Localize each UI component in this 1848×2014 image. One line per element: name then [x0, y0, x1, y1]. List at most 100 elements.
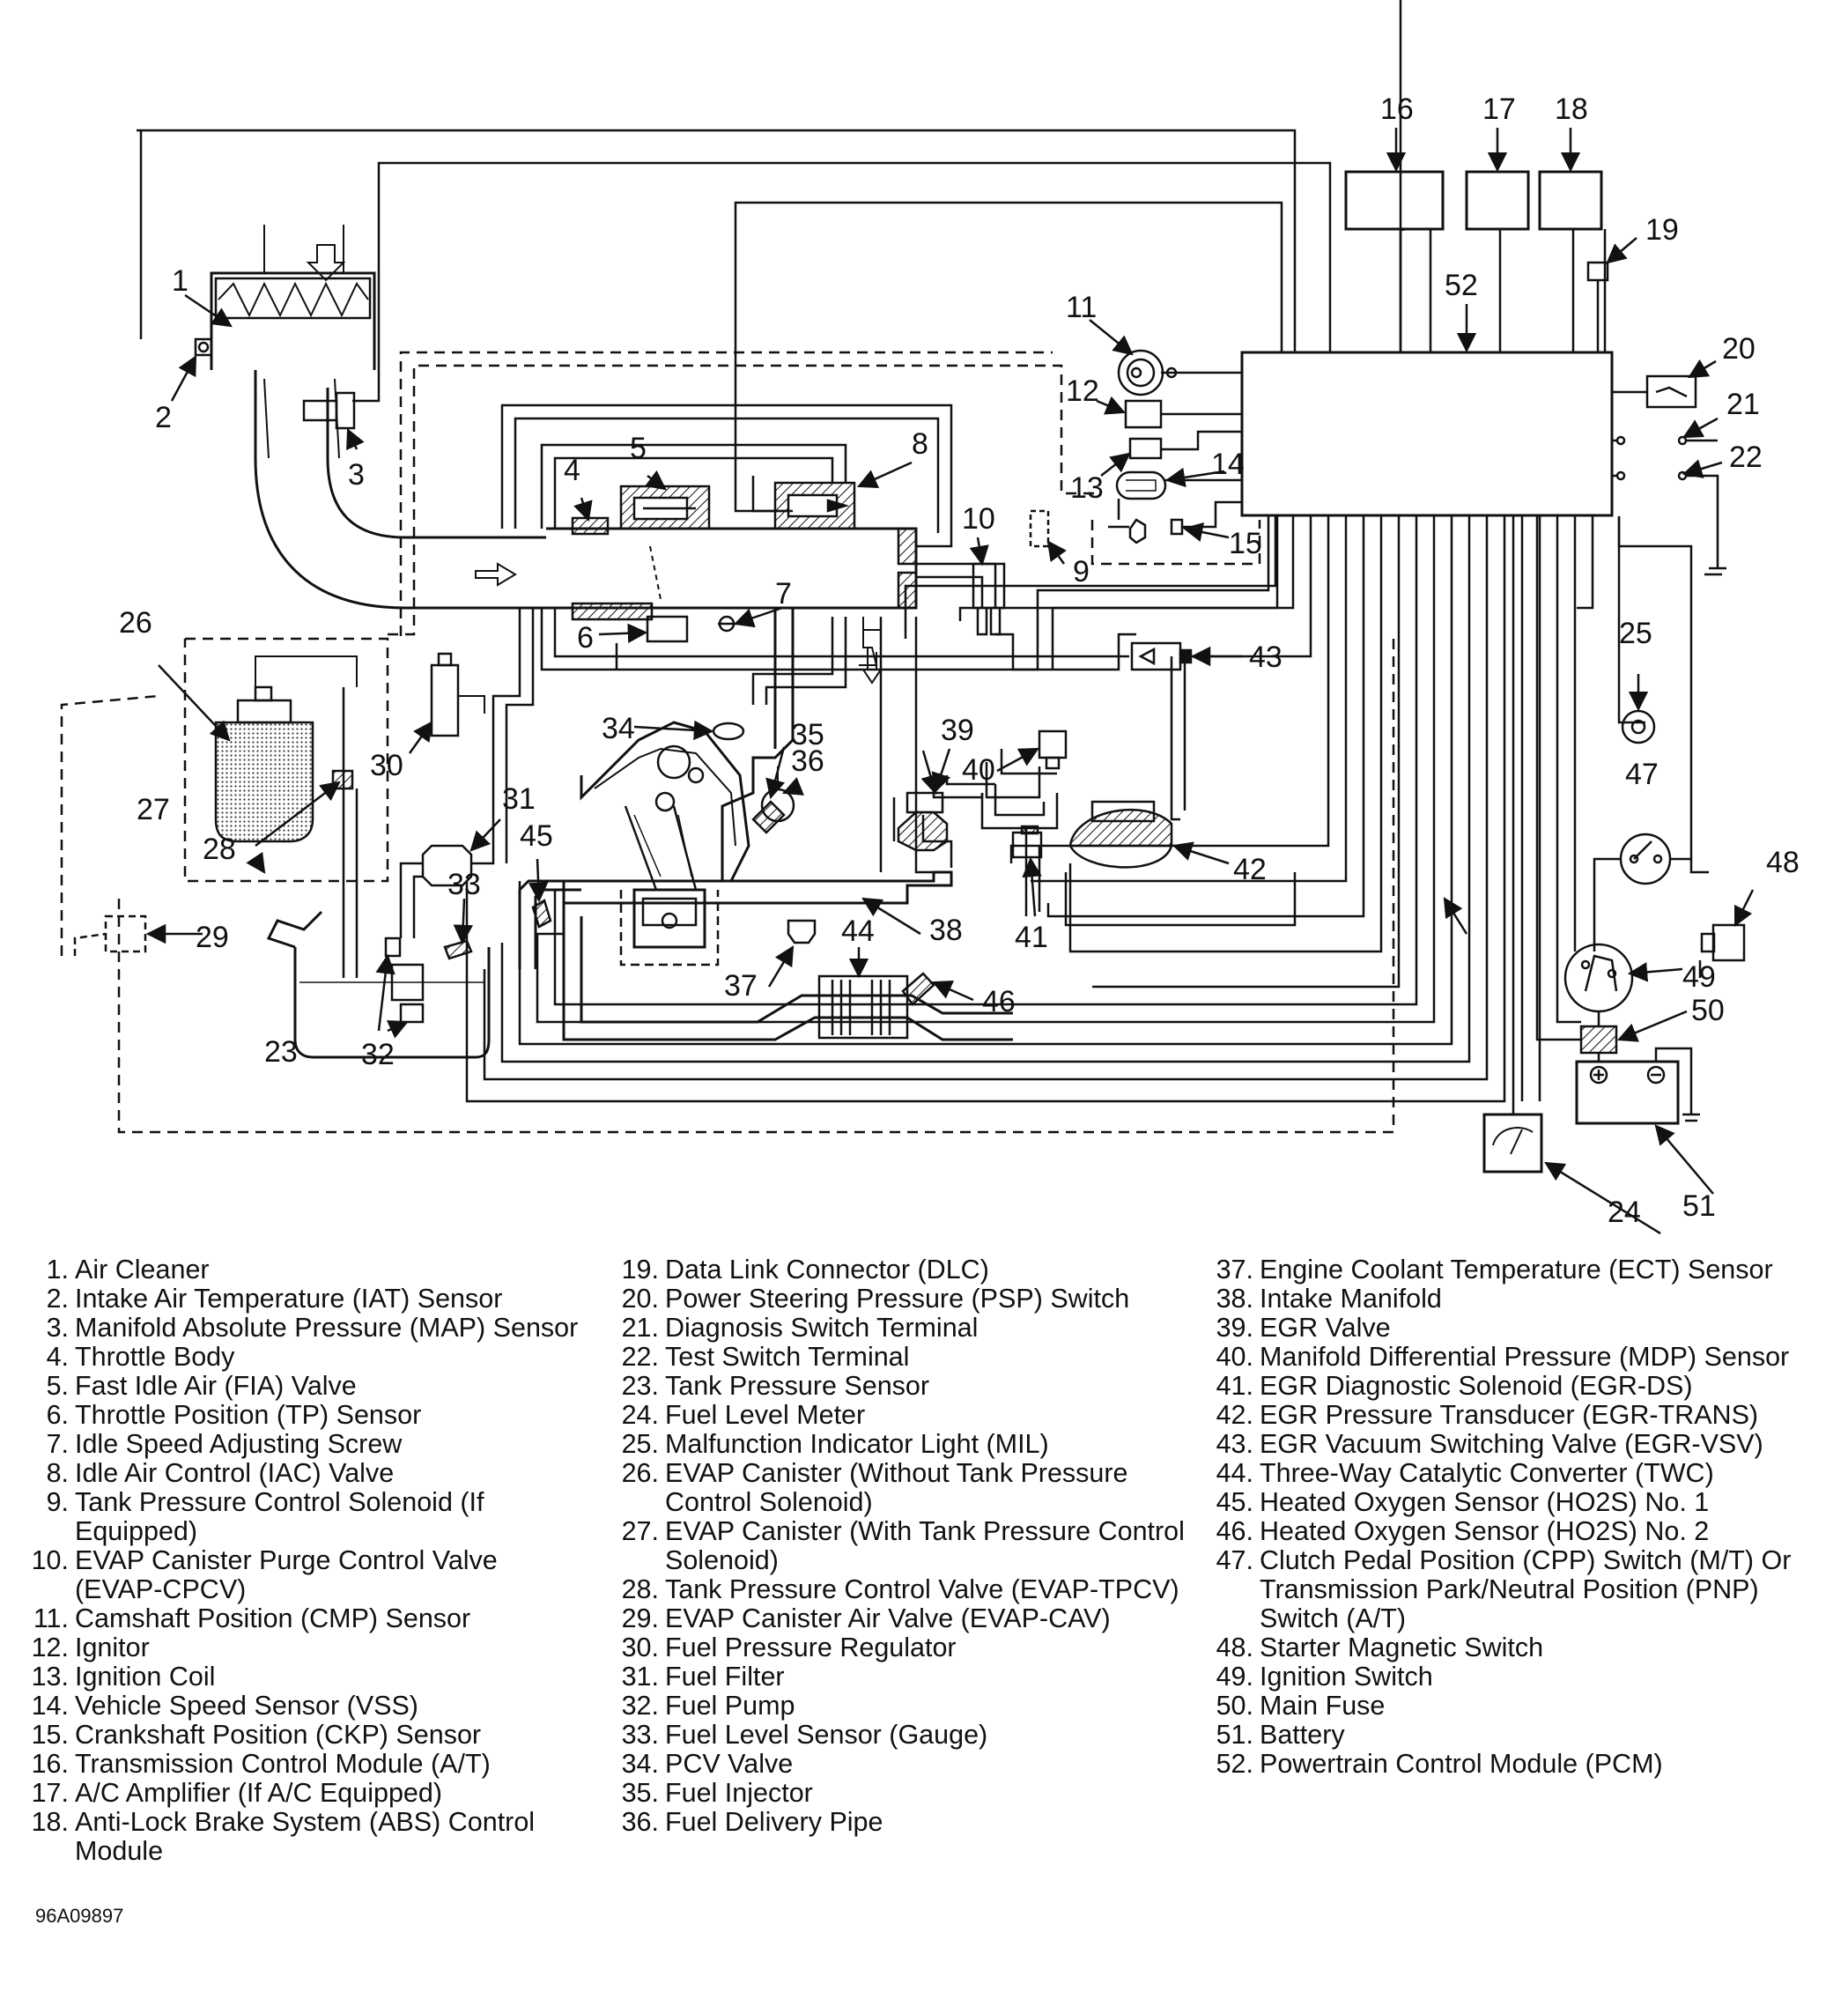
battery: [1575, 1047, 1700, 1125]
legend-item: 3.Manifold Absolute Pressure (MAP) Senso…: [26, 1314, 590, 1343]
legend-item-label: EVAP Canister (With Tank Pressure Contro…: [665, 1516, 1185, 1575]
legend-item-number: 36.: [621, 1807, 659, 1837]
legend-item-label: Tank Pressure Control Solenoid (If Equip…: [75, 1487, 484, 1546]
legend-item-number: 11.: [33, 1603, 69, 1633]
legend-item-number: 13.: [31, 1662, 69, 1692]
legend-item-label: Fuel Filter: [665, 1662, 785, 1692]
callout-25: 25: [1619, 617, 1652, 650]
callout-33: 33: [447, 868, 481, 901]
legend-item-number: 25.: [621, 1429, 659, 1459]
legend-item: 9.Tank Pressure Control Solenoid (If Equ…: [26, 1488, 590, 1546]
legend-item-label: Starter Magnetic Switch: [1260, 1633, 1544, 1662]
legend-item-number: 50.: [1216, 1691, 1253, 1721]
legend-item-label: Transmission Control Module (A/T): [75, 1749, 491, 1779]
legend-item: 16.Transmission Control Module (A/T): [26, 1750, 590, 1779]
legend-item-label: EVAP Canister (Without Tank Pressure Con…: [665, 1458, 1128, 1517]
iac-valve: [773, 481, 856, 530]
callout-29: 29: [196, 921, 229, 954]
legend-item-label: Ignition Coil: [75, 1662, 216, 1692]
legend-item-label: EVAP Canister Purge Control Valve (EVAP-…: [75, 1545, 498, 1604]
legend-item-label: Intake Air Temperature (IAT) Sensor: [75, 1284, 503, 1314]
callout-3: 3: [348, 458, 365, 492]
legend-item-number: 52.: [1216, 1749, 1253, 1779]
legend-item: 17.A/C Amplifier (If A/C Equipped): [26, 1779, 590, 1808]
twc: [817, 974, 909, 1040]
legend-item-number: 37.: [1216, 1255, 1253, 1285]
fuel-lines: [399, 608, 535, 938]
intake-duct: [254, 370, 546, 610]
legend-item-label: Crankshaft Position (CKP) Sensor: [75, 1720, 482, 1750]
psp-switch: [1612, 374, 1697, 409]
legend-item: 5.Fast Idle Air (FIA) Valve: [26, 1372, 590, 1401]
legend-item-number: 23.: [621, 1371, 659, 1401]
callout-43: 43: [1249, 640, 1283, 674]
legend-item-number: 9.: [46, 1487, 69, 1517]
legend-item-label: Diagnosis Switch Terminal: [665, 1313, 979, 1343]
tp-sensor: [646, 615, 689, 643]
legend-item-number: 49.: [1216, 1662, 1253, 1692]
wiring-harness: [60, 0, 1709, 1134]
callout-12: 12: [1066, 374, 1099, 408]
legend-item-number: 39.: [1216, 1313, 1253, 1343]
legend-item-label: Main Fuse: [1260, 1691, 1386, 1721]
legend-item-number: 12.: [31, 1633, 69, 1662]
legend-item-number: 32.: [621, 1691, 659, 1721]
legend-item-label: EGR Valve: [1260, 1313, 1391, 1343]
callout-20: 20: [1722, 332, 1756, 366]
callout-2: 2: [155, 401, 172, 434]
legend-item-label: Tank Pressure Sensor: [665, 1371, 930, 1401]
legend-item-label: PCV Valve: [665, 1749, 794, 1779]
legend-item: 31.Fuel Filter: [617, 1662, 1189, 1692]
callout-47: 47: [1625, 758, 1659, 791]
legend-item-label: Clutch Pedal Position (CPP) Switch (M/T)…: [1260, 1545, 1792, 1633]
legend-item-label: Ignition Switch: [1260, 1662, 1433, 1692]
callout-9: 9: [1073, 555, 1090, 589]
callout-40: 40: [962, 753, 995, 787]
legend-item-label: EVAP Canister Air Valve (EVAP-CAV): [665, 1603, 1111, 1633]
cpp-switch: [1593, 833, 1691, 951]
legend-item-number: 29.: [621, 1603, 659, 1633]
legend-item-number: 31.: [621, 1662, 659, 1692]
callout-18: 18: [1555, 93, 1588, 126]
legend-item-number: 3.: [46, 1313, 69, 1343]
legend-item: 13.Ignition Coil: [26, 1662, 590, 1692]
legend-item: 35.Fuel Injector: [617, 1779, 1189, 1808]
callout-31: 31: [502, 782, 536, 816]
legend-item: 27.EVAP Canister (With Tank Pressure Con…: [617, 1517, 1189, 1575]
legend-item-number: 45.: [1216, 1487, 1253, 1517]
legend-item-label: Idle Speed Adjusting Screw: [75, 1429, 403, 1459]
legend-item: 29.EVAP Canister Air Valve (EVAP-CAV): [617, 1604, 1189, 1633]
callout-41: 41: [1015, 921, 1048, 954]
evap-cpcv: [972, 562, 1006, 636]
ac-amplifier: [1465, 170, 1530, 231]
callout-51: 51: [1682, 1189, 1716, 1223]
egr-trans: [1068, 800, 1173, 869]
legend-item: 47.Clutch Pedal Position (CPP) Switch (M…: [1211, 1546, 1828, 1633]
diag-terminals: [1612, 435, 1726, 576]
legend-item: 52.Powertrain Control Module (PCM): [1211, 1750, 1828, 1779]
iat-sensor: [194, 337, 213, 357]
legend-item-number: 47.: [1216, 1545, 1253, 1575]
legend-item-label: Air Cleaner: [75, 1255, 210, 1285]
legend-item-number: 4.: [46, 1342, 69, 1372]
legend-item-label: Battery: [1260, 1720, 1345, 1750]
legend-item-label: Idle Air Control (IAC) Valve: [75, 1458, 395, 1488]
evap-canister-26: [214, 655, 358, 843]
pcv-valve: [712, 722, 745, 741]
callout-45: 45: [520, 819, 553, 853]
legend-item: 42.EGR Pressure Transducer (EGR-TRANS): [1211, 1401, 1828, 1430]
legend-item: 19.Data Link Connector (DLC): [617, 1255, 1189, 1285]
figure-id: 96A09897: [35, 1905, 124, 1927]
engine-control-schematic: 1 2 3 4 5 6 7 8 9 10 11 12 13 14 15 16 1…: [60, 0, 1800, 1235]
callout-14: 14: [1211, 448, 1245, 481]
legend-item: 14.Vehicle Speed Sensor (VSS): [26, 1692, 590, 1721]
legend-item-number: 43.: [1216, 1429, 1253, 1459]
fuel-level-meter: [1482, 516, 1543, 1174]
tcm: [1344, 170, 1445, 231]
legend-item: 30.Fuel Pressure Regulator: [617, 1633, 1189, 1662]
throttle-body: [546, 516, 918, 621]
legend-item-label: Ignitor: [75, 1633, 150, 1662]
engine-block: [580, 721, 750, 966]
evap-cav: [73, 914, 147, 956]
callout-35: 35: [791, 718, 824, 752]
